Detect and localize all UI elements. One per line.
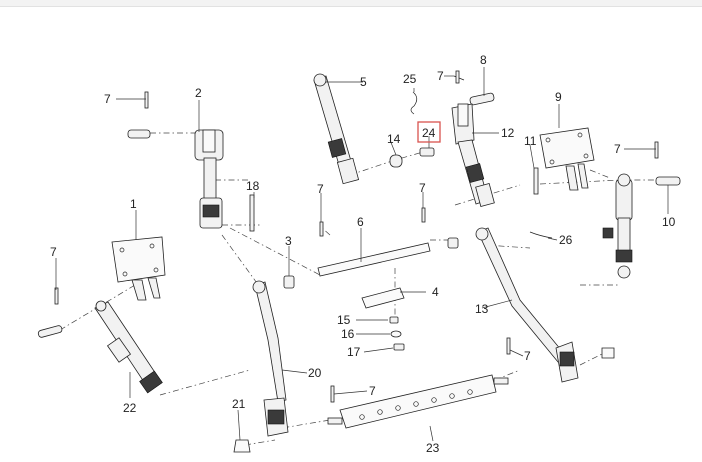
- callout-7: 7: [50, 245, 57, 259]
- part-24-pin: [419, 147, 435, 157]
- part-18-pin: [249, 194, 255, 232]
- part-6-cross-shaft: [317, 237, 459, 277]
- callout-12: 12: [501, 126, 515, 140]
- part-15-nut: [389, 316, 399, 324]
- part-12-top-link-right: [451, 103, 495, 207]
- part-22-lower-link-left: [37, 300, 163, 394]
- callout-1: 1: [130, 197, 137, 211]
- assembly-lines: [59, 132, 660, 446]
- callout-21: 21: [232, 397, 246, 411]
- callout-23: 23: [426, 441, 440, 455]
- part-9-bracket-plate-right: [539, 127, 595, 191]
- callout-labels: 7 2 18 3 1 5 25 7 8 9 14 24 12 11 7 10 7…: [50, 53, 676, 455]
- callout-7: 7: [614, 142, 621, 156]
- part-21-ball-end: [233, 439, 251, 453]
- callout-7: 7: [419, 181, 426, 195]
- callout-7: 7: [369, 384, 376, 398]
- leader-lines: [55, 67, 669, 442]
- part-lift-rod-right: [602, 173, 633, 279]
- callout-18: 18: [246, 179, 260, 193]
- part-14-bushing: [389, 154, 403, 168]
- callout-3: 3: [285, 234, 292, 248]
- part-5-top-link: [313, 73, 360, 185]
- callout-17: 17: [347, 345, 361, 359]
- callout-16: 16: [341, 327, 355, 341]
- callout-11: 11: [524, 134, 537, 148]
- part-23-drawbar: [327, 347, 615, 429]
- part-2-upper-link-left: [127, 129, 224, 229]
- callout-7: 7: [317, 182, 324, 196]
- callout-24: 24: [422, 126, 436, 140]
- callout-25: 25: [403, 72, 417, 86]
- callout-14: 14: [387, 132, 401, 146]
- callout-2: 2: [195, 86, 202, 100]
- part-7-linch-pins: [54, 70, 659, 403]
- callout-6: 6: [357, 215, 364, 229]
- callout-22: 22: [123, 401, 137, 415]
- callout-15: 15: [337, 313, 351, 327]
- callout-7: 7: [524, 349, 531, 363]
- callout-13: 13: [475, 302, 489, 316]
- callout-9: 9: [555, 90, 562, 104]
- part-17-bolt: [393, 343, 405, 351]
- callout-5: 5: [360, 75, 367, 89]
- part-1-bracket-plate-left: [111, 236, 166, 301]
- part-10-pin-right: [655, 176, 681, 186]
- part-8-pin-top: [453, 75, 495, 106]
- callout-7: 7: [437, 69, 444, 83]
- part-25-clip: [410, 91, 418, 115]
- part-20-lift-arm-left: [252, 280, 289, 437]
- top-toolbar-strip: [0, 0, 702, 7]
- part-3-bushing: [283, 275, 295, 289]
- highlight-box-part-24: [417, 121, 441, 143]
- callout-10: 10: [662, 215, 676, 229]
- callout-20: 20: [308, 366, 322, 380]
- part-13-lift-arm-right: [475, 227, 579, 383]
- callout-8: 8: [480, 53, 487, 67]
- callout-26: 26: [559, 233, 573, 247]
- part-4-sleeve: [361, 287, 405, 309]
- part-26-clip: [529, 231, 553, 239]
- callout-7: 7: [104, 92, 111, 106]
- callout-4: 4: [432, 285, 439, 299]
- part-16-washer: [390, 330, 402, 338]
- part-11-pin: [533, 167, 539, 195]
